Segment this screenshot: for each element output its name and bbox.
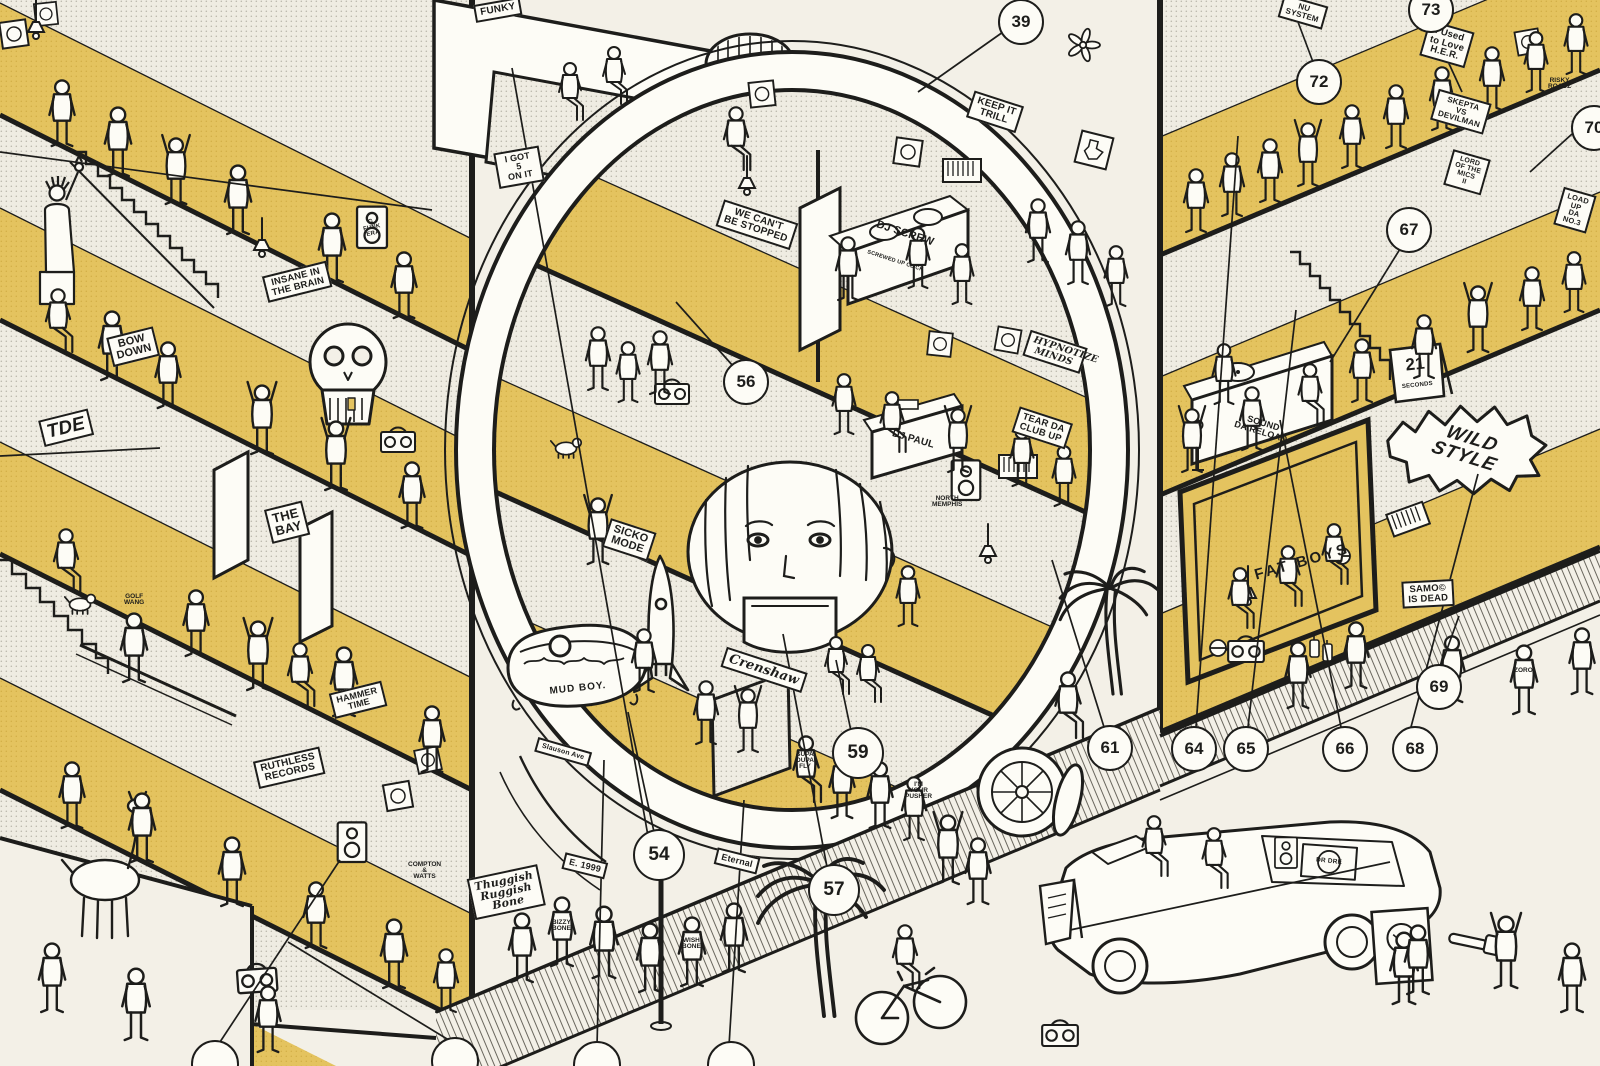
sign-samo-is-dead: SAMO© IS DEAD: [1401, 578, 1455, 610]
shirt-golf-wang: GOLF WANG: [124, 593, 145, 607]
shirt-compton-watts: COMPTON & WATTS: [408, 861, 442, 881]
marker-65: 65: [1223, 726, 1269, 772]
shirt-im-your-pusher: I'M YOUR PUSHER: [905, 781, 933, 801]
shirt-supa-dupa-fly: SUPA DUPA FLY: [796, 751, 814, 771]
callout-lines: [0, 21, 1573, 1047]
marker-72: 72: [1296, 59, 1342, 105]
street: [435, 27, 1600, 1066]
marker-69: 69: [1416, 664, 1462, 710]
sign-seconds: SECONDS: [1401, 380, 1434, 390]
sign-21: 21: [1404, 353, 1426, 375]
marker-59: 59: [832, 727, 884, 779]
shirt-north-memphis: NORTH MEMPHIS: [932, 495, 963, 509]
marker-64: 64: [1171, 726, 1217, 772]
marker-67: 67: [1386, 207, 1432, 253]
shirt-wish-bone: WISH BONE: [682, 937, 701, 951]
marker-57: 57: [808, 864, 860, 916]
marker-66: 66: [1322, 726, 1368, 772]
shirt-risky-roadz: RISKY ROADZ: [1548, 77, 1572, 91]
shirt-zoro: ZORO: [1514, 667, 1533, 674]
marker-61: 61: [1087, 725, 1133, 771]
sign-g-funk-era: G FUNK ERA: [362, 218, 382, 239]
sign-21-seconds: 21 SECONDS: [1398, 345, 1434, 399]
marker-68: 68: [1392, 726, 1438, 772]
marker-56: 56: [723, 359, 769, 405]
shirt-bizzy-bone: BIZZY BONE: [552, 919, 571, 933]
marker-54: 54: [633, 829, 685, 881]
marker-39: 39: [998, 0, 1044, 45]
